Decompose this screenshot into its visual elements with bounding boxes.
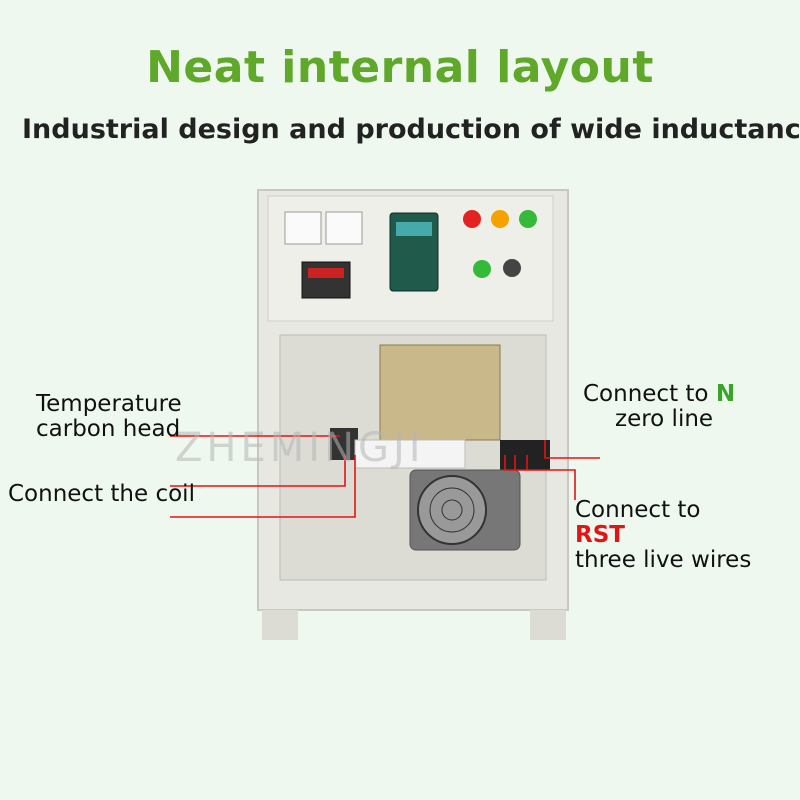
- watermark: ZHEMINGJI: [175, 425, 425, 471]
- coil-wrap: [354, 439, 466, 469]
- cabinet-leg-left: [262, 610, 298, 640]
- temperature-controller: [301, 261, 351, 299]
- orange-indicator: [491, 210, 509, 228]
- connect-n-prefix: Connect to: [583, 381, 709, 407]
- temperature-label-line2: carbon head: [36, 416, 181, 442]
- connect-n-suffix: zero line: [615, 406, 714, 432]
- green-indicator-2: [473, 260, 491, 278]
- connect-rst-prefix: Connect to: [575, 497, 701, 523]
- temperature-label-line1: Temperature: [36, 391, 182, 417]
- rst-callout-line-1: [504, 455, 576, 500]
- terminal-block: [330, 428, 358, 460]
- green-indicator: [519, 210, 537, 228]
- temperature-label: Temperature carbon head: [36, 392, 182, 442]
- cabinet-leg-right: [530, 610, 566, 640]
- page-subtitle: Industrial design and production of wide…: [22, 114, 800, 145]
- control-board: [379, 344, 501, 441]
- ammeter: [284, 211, 322, 245]
- knob: [503, 259, 521, 277]
- connect-rst-letters: RST: [575, 522, 625, 548]
- red-indicator: [463, 210, 481, 228]
- connect-coil-label: Connect the coil: [8, 481, 195, 507]
- coil-callout-line-2: [170, 455, 356, 518]
- connect-rst-suffix: three live wires: [575, 547, 752, 573]
- voltmeter: [325, 211, 363, 245]
- terminal-block-right: [500, 440, 550, 470]
- callout-lines: [170, 435, 600, 518]
- page-title: Neat internal layout: [146, 42, 654, 93]
- n-callout-line: [544, 440, 600, 459]
- coil-callout-line-1: [170, 455, 346, 487]
- connect-n-label: Connect to N: [583, 382, 735, 407]
- connect-n-letter: N: [715, 381, 736, 407]
- fan-grille: [417, 475, 487, 545]
